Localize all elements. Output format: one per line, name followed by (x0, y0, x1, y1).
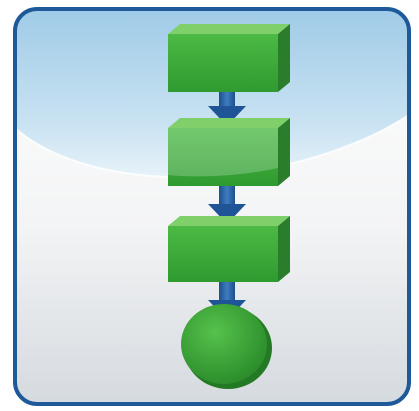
process-box-icon (168, 24, 290, 92)
process-box-icon (168, 216, 290, 282)
end-circle-icon (181, 304, 272, 389)
process-box-icon (168, 118, 290, 186)
gloss-band (15, 9, 409, 178)
